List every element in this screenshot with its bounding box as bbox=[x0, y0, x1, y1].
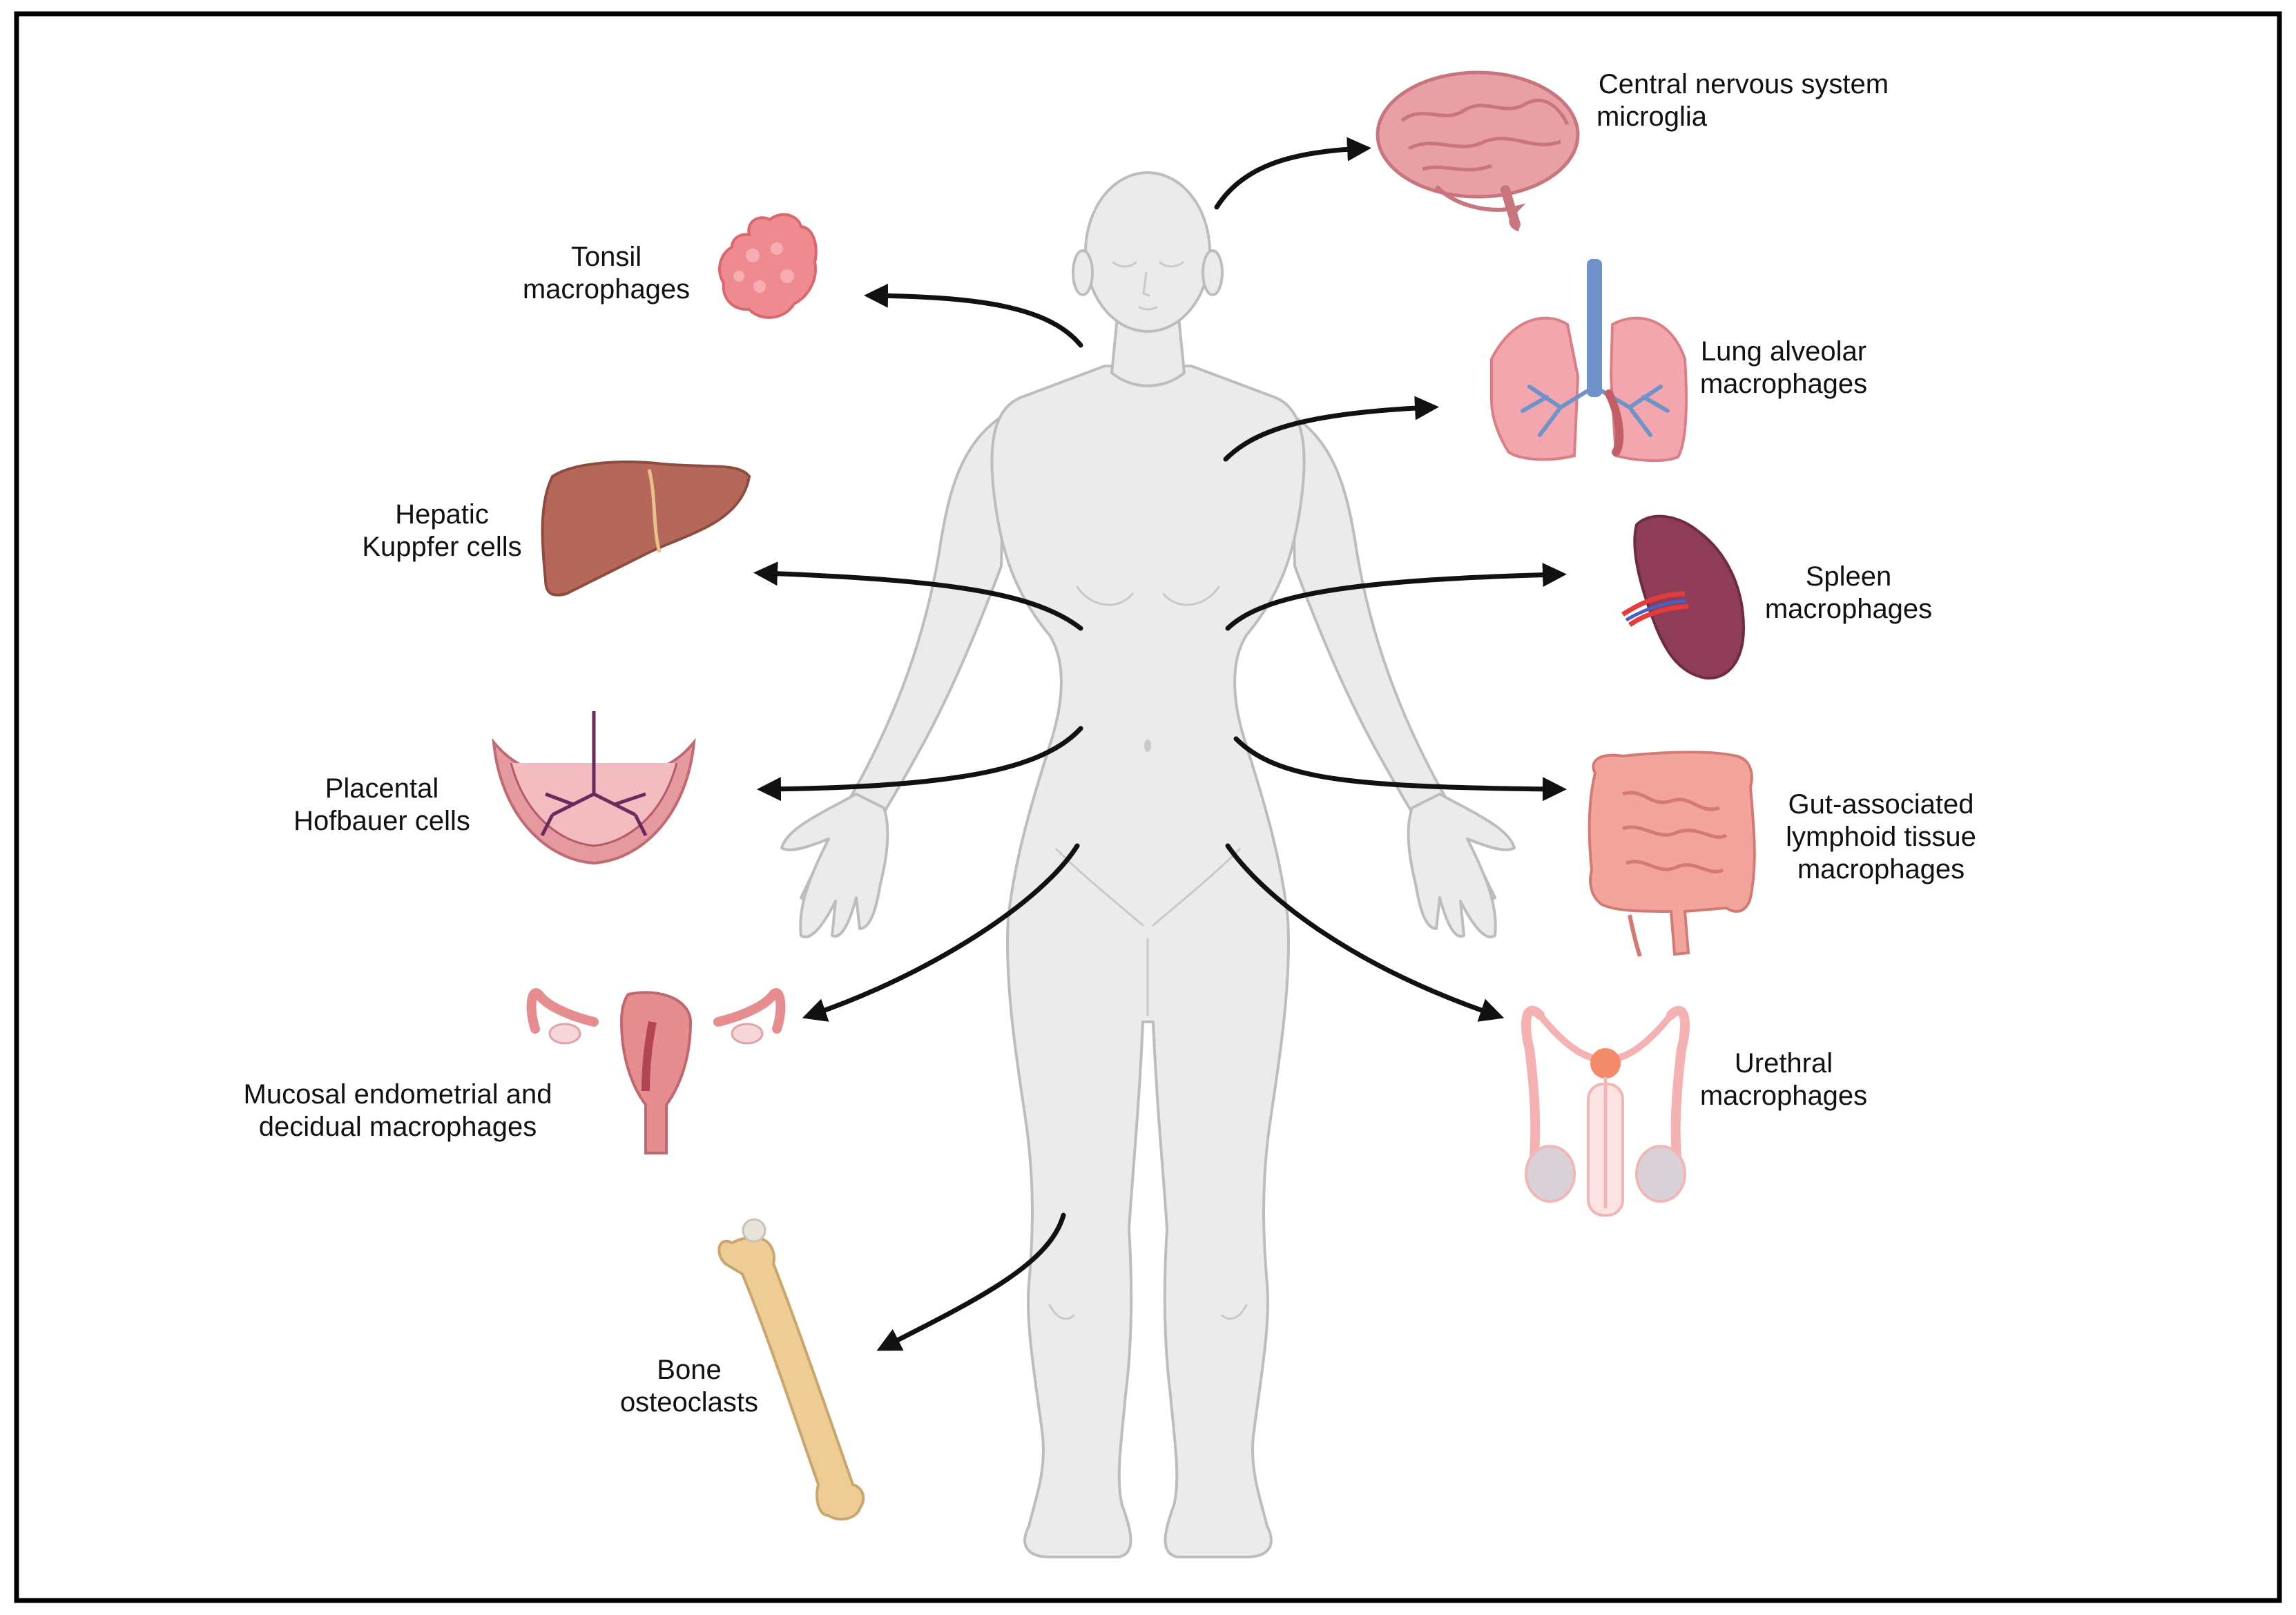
arrow-to-spleen bbox=[1225, 563, 1567, 631]
label-tonsil: Tonsil macrophages bbox=[523, 242, 690, 304]
label-bone-line2: osteoclasts bbox=[620, 1387, 758, 1418]
label-placenta-line2: Hofbauer cells bbox=[293, 806, 470, 836]
label-liver: Hepatic Kuppfer cells bbox=[362, 499, 521, 562]
label-tonsil-line1: Tonsil bbox=[571, 242, 641, 272]
label-urethral: Urethral macrophages bbox=[1700, 1048, 1867, 1111]
lung-icon bbox=[1490, 259, 1688, 463]
label-gut-line1: Gut-associated bbox=[1788, 789, 1974, 820]
human-body-figure bbox=[780, 171, 1516, 1558]
liver-icon bbox=[541, 461, 751, 597]
arrow-to-placenta bbox=[757, 726, 1083, 802]
label-spleen-line1: Spleen bbox=[1806, 561, 1892, 592]
label-uterus: Mucosal endometrial and decidual macroph… bbox=[244, 1079, 552, 1142]
label-cns: Central nervous system microglia bbox=[1596, 69, 1889, 132]
label-cns-line2: microglia bbox=[1596, 101, 1708, 132]
label-gut: Gut-associated lymphoid tissue macrophag… bbox=[1786, 789, 1976, 884]
urethral-icon bbox=[1521, 1005, 1690, 1217]
label-liver-line1: Hepatic bbox=[395, 499, 489, 530]
gut-icon bbox=[1588, 751, 1756, 957]
label-gut-line3: macrophages bbox=[1797, 854, 1965, 884]
label-urethral-line1: Urethral bbox=[1735, 1048, 1833, 1079]
uterus-icon bbox=[526, 988, 786, 1154]
label-cns-line1: Central nervous system bbox=[1599, 69, 1889, 99]
figure-frame bbox=[14, 11, 2282, 1603]
arrow-to-uterus bbox=[802, 843, 1080, 1022]
label-lung-line1: Lung alveolar bbox=[1701, 336, 1866, 367]
label-spleen-line2: macrophages bbox=[1765, 594, 1932, 624]
brain-icon bbox=[1376, 70, 1580, 231]
arrow-to-bone bbox=[876, 1212, 1066, 1351]
label-bone: Bone osteoclasts bbox=[620, 1355, 758, 1418]
spleen-icon bbox=[1621, 514, 1746, 680]
label-spleen: Spleen macrophages bbox=[1765, 561, 1932, 624]
label-placenta-line1: Placental bbox=[325, 773, 439, 804]
label-uterus-line1: Mucosal endometrial and bbox=[244, 1079, 552, 1110]
label-lung-line2: macrophages bbox=[1700, 369, 1867, 399]
label-urethral-line2: macrophages bbox=[1700, 1081, 1867, 1111]
tonsil-icon bbox=[718, 213, 818, 319]
arrows bbox=[753, 137, 1567, 1351]
arrow-to-tonsil bbox=[864, 283, 1083, 348]
arrow-to-urethral bbox=[1225, 843, 1505, 1022]
label-placenta: Placental Hofbauer cells bbox=[293, 773, 470, 836]
label-uterus-line2: decidual macrophages bbox=[259, 1112, 537, 1142]
arrow-to-liver bbox=[753, 561, 1083, 631]
label-gut-line2: lymphoid tissue bbox=[1786, 822, 1976, 852]
placenta-icon bbox=[492, 711, 696, 865]
label-lung: Lung alveolar macrophages bbox=[1700, 336, 1867, 399]
bone-icon bbox=[717, 1218, 865, 1521]
arrow-to-gut bbox=[1233, 736, 1567, 802]
label-bone-line1: Bone bbox=[657, 1355, 721, 1385]
arrow-to-lung bbox=[1223, 396, 1439, 462]
label-tonsil-line2: macrophages bbox=[523, 274, 690, 304]
label-liver-line2: Kuppfer cells bbox=[362, 532, 521, 562]
arrow-to-brain bbox=[1214, 137, 1371, 210]
